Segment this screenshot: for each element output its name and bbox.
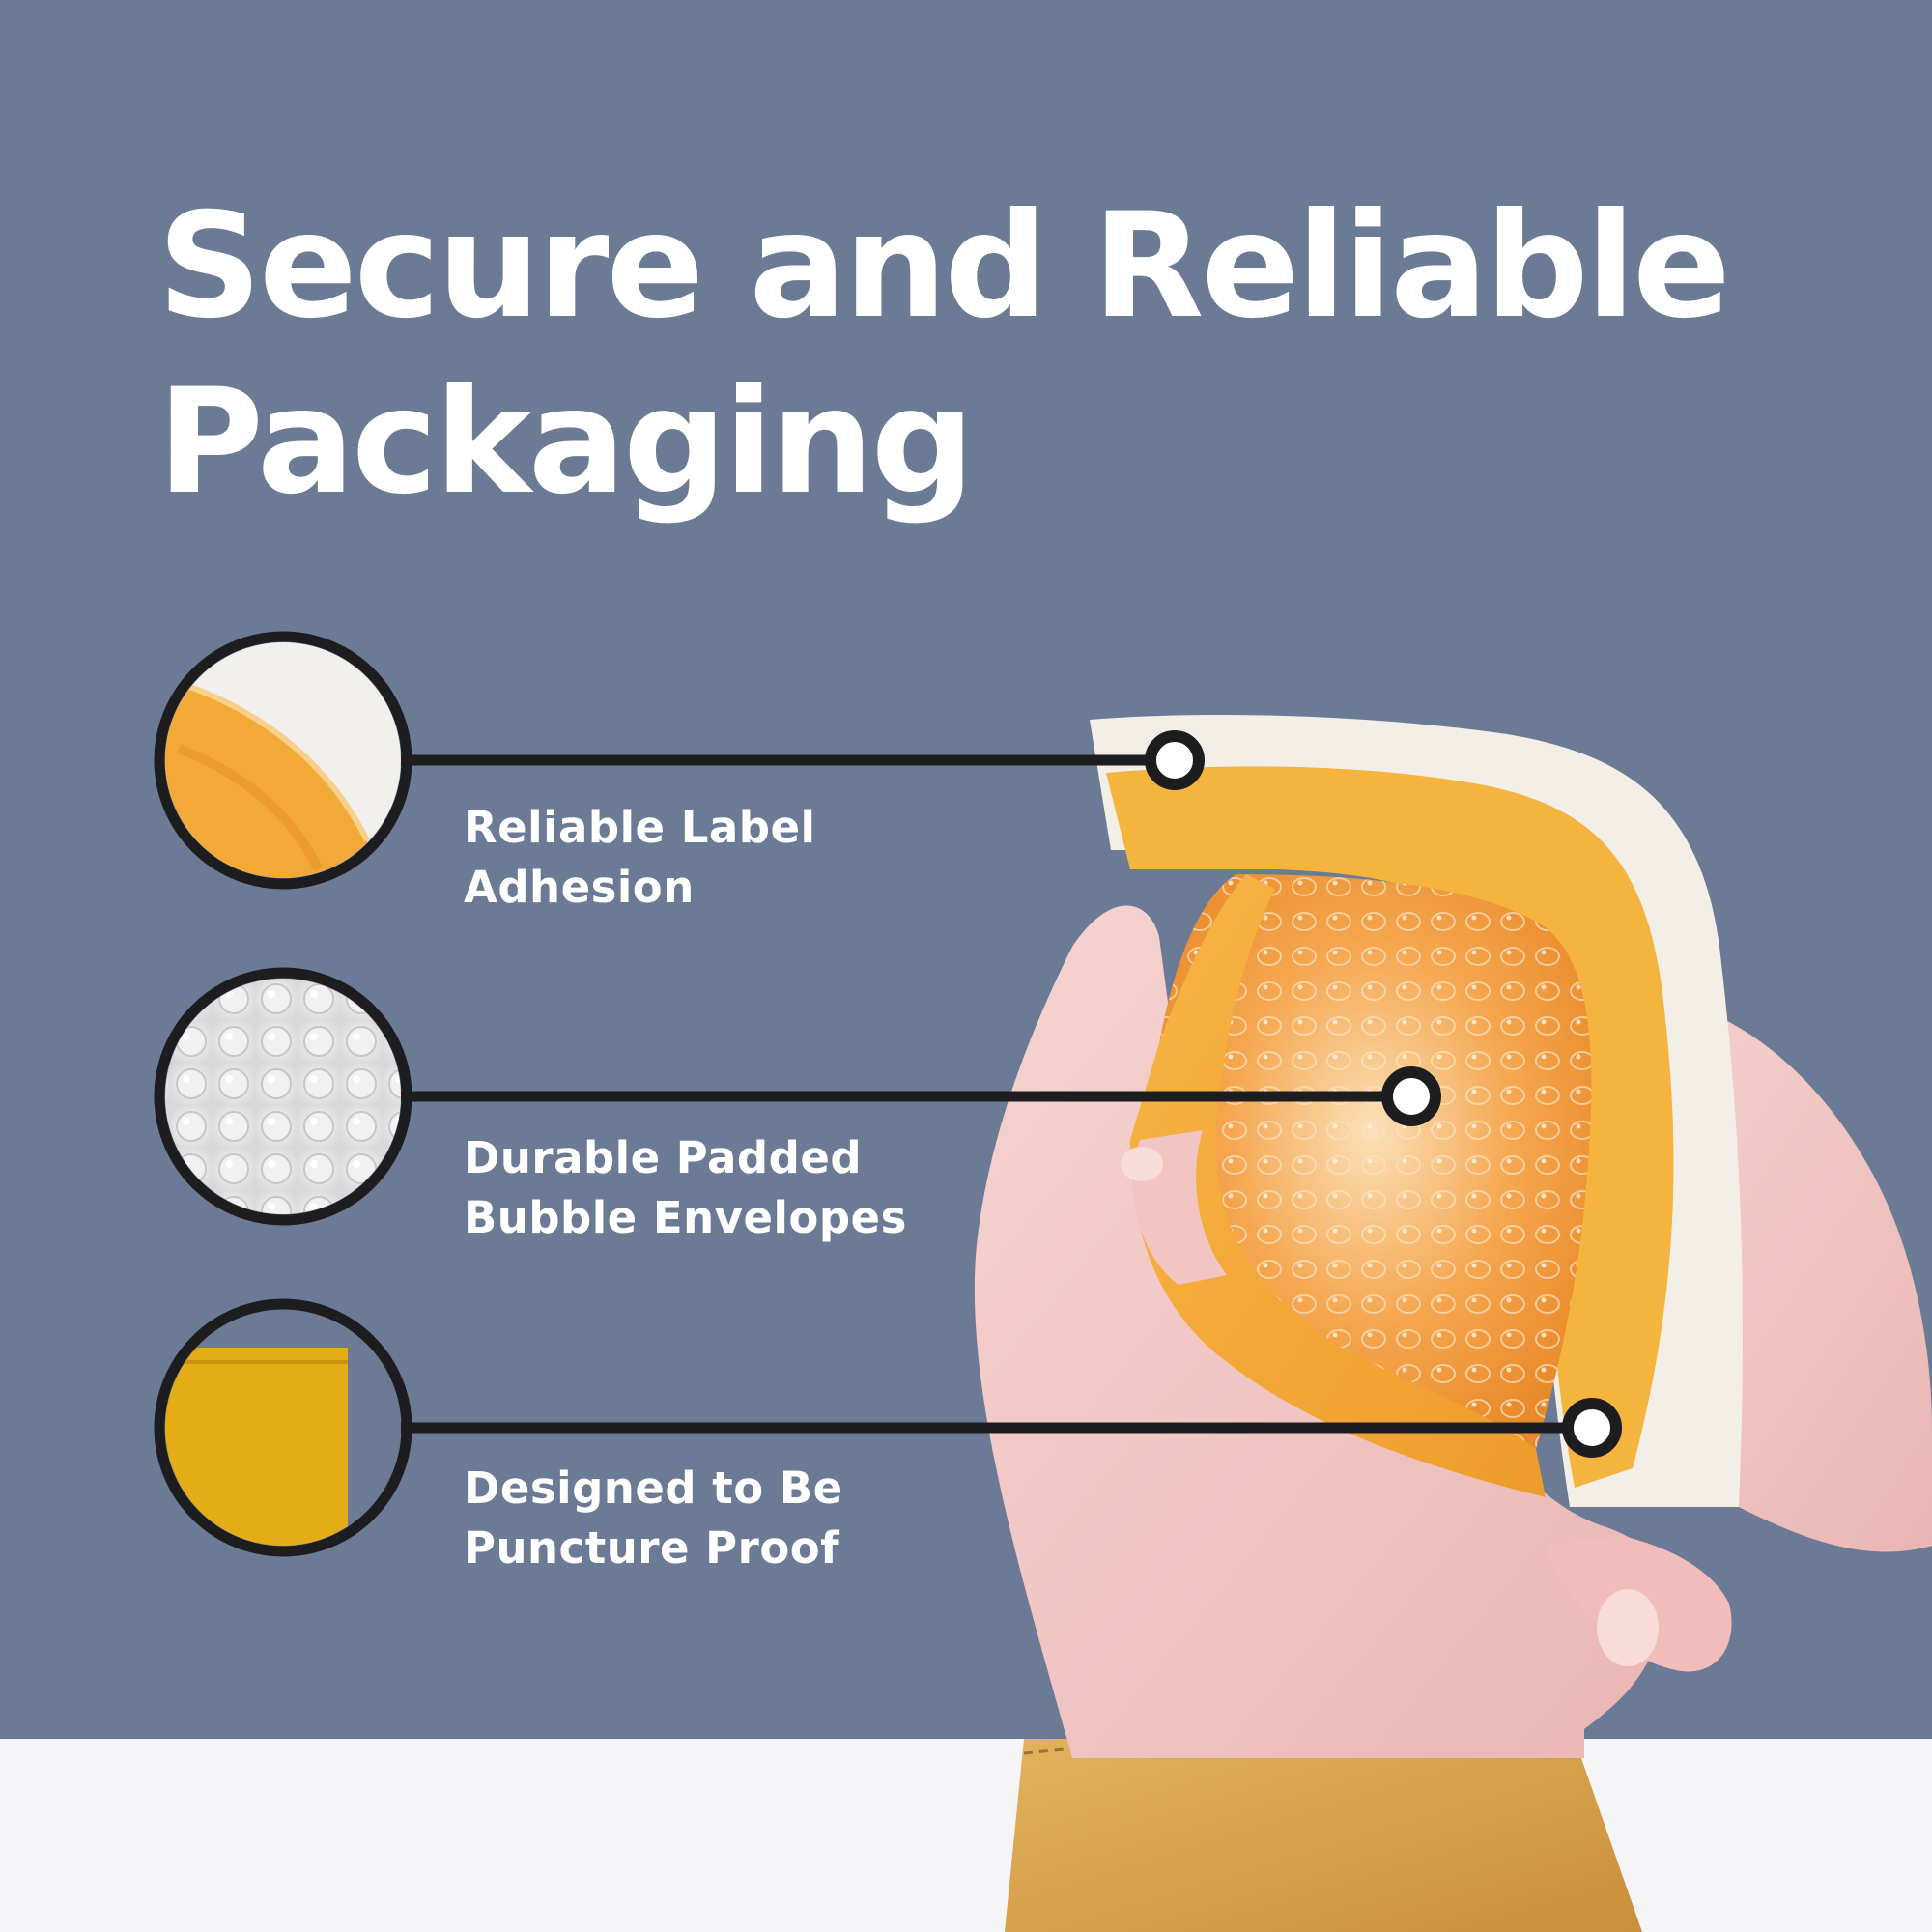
feature-label-adhesion: Reliable Label Adhesion [464,798,1140,918]
feature-label-line: Reliable Label [464,802,816,853]
feature-label-line: Adhesion [464,862,695,913]
headline-line-2: Packaging [157,358,975,526]
thumbnail-label-adhesion [154,631,412,890]
callout-lines [343,754,1567,1434]
callout-dots [1145,730,1622,1458]
thumbnail-puncture-proof [154,1298,412,1557]
sleeve [1005,1739,1642,1932]
feature-label-line: Puncture Proof [464,1522,840,1574]
feature-label-puncture: Designed to Be Puncture Proof [464,1459,1140,1578]
feature-label-bubble: Durable Padded Bubble Envelopes [464,1128,1140,1248]
headline: Secure and Reliable Packaging [157,179,1800,530]
feature-label-line: Durable Padded [464,1132,863,1183]
thumbnail-bubble-wrap [154,967,412,1226]
feature-label-line: Bubble Envelopes [464,1192,907,1243]
headline-line-1: Secure and Reliable [157,183,1731,351]
feature-label-line: Designed to Be [464,1463,843,1514]
